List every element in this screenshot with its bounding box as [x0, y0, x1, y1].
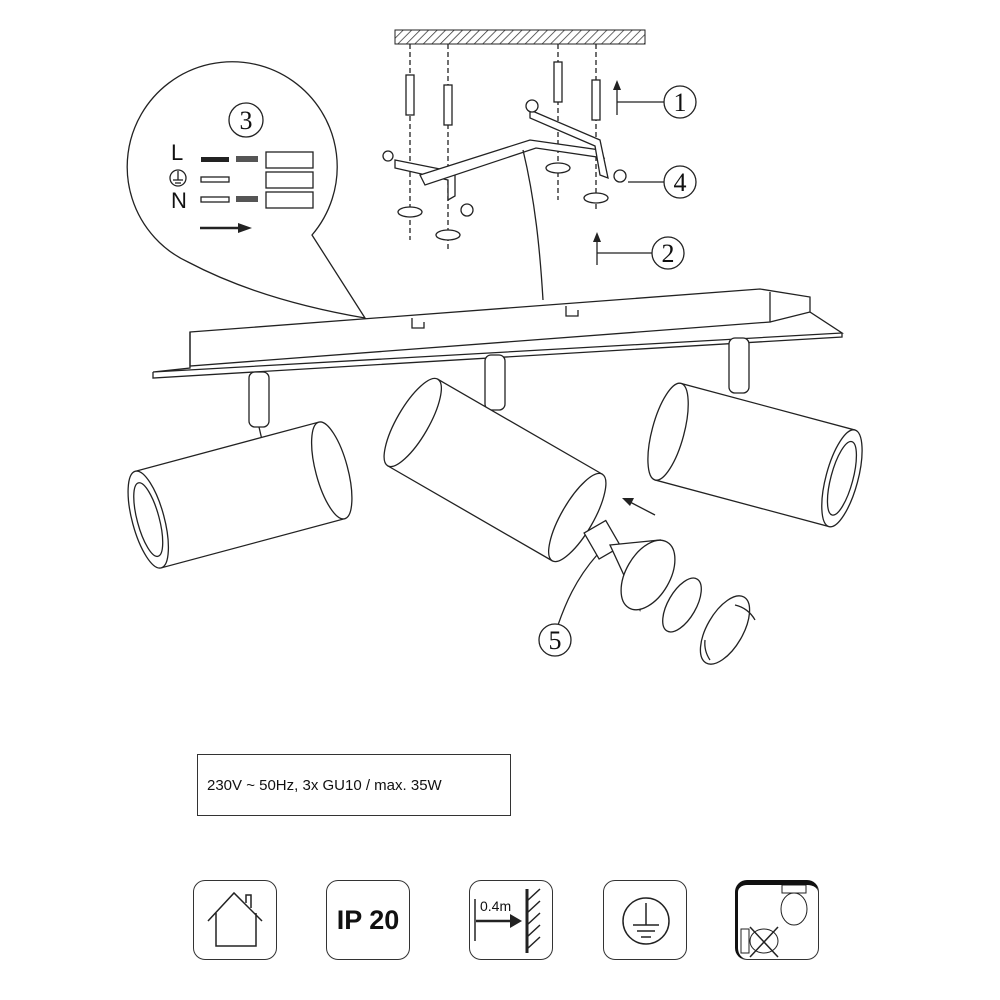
spotlight-middle: [383, 354, 607, 563]
svg-text:1: 1: [674, 88, 687, 117]
mounting-bracket: [382, 99, 627, 217]
spotlight-left: [127, 371, 353, 569]
gu10-bulb: [583, 498, 756, 665]
ceiling: [394, 29, 646, 45]
callout-2: 2: [593, 232, 685, 270]
spotlight-right: [647, 337, 863, 528]
svg-text:2: 2: [662, 239, 675, 268]
callout-4: 4: [628, 165, 697, 199]
spec-label: 230V ~ 50Hz, 3x GU10 / max. 35W: [197, 754, 511, 816]
svg-text:4: 4: [674, 168, 687, 197]
wiring-detail-bubble: 3 L N: [126, 61, 367, 319]
svg-text:3: 3: [240, 106, 253, 135]
supply-wire: [522, 149, 544, 301]
distance-icon: 0.4m: [469, 880, 553, 960]
no-cover-icon: [735, 880, 819, 960]
callout-1: 1: [613, 80, 697, 119]
earth-icon: [603, 880, 687, 960]
svg-text:0.4m: 0.4m: [480, 898, 511, 914]
svg-text:L: L: [171, 140, 183, 165]
callout-5: 5: [538, 554, 598, 657]
screws-and-plugs: [397, 44, 609, 250]
svg-text:N: N: [171, 188, 187, 213]
ip20-icon: IP 20: [326, 880, 410, 960]
svg-text:5: 5: [549, 626, 562, 655]
indoor-use-icon: [193, 880, 277, 960]
